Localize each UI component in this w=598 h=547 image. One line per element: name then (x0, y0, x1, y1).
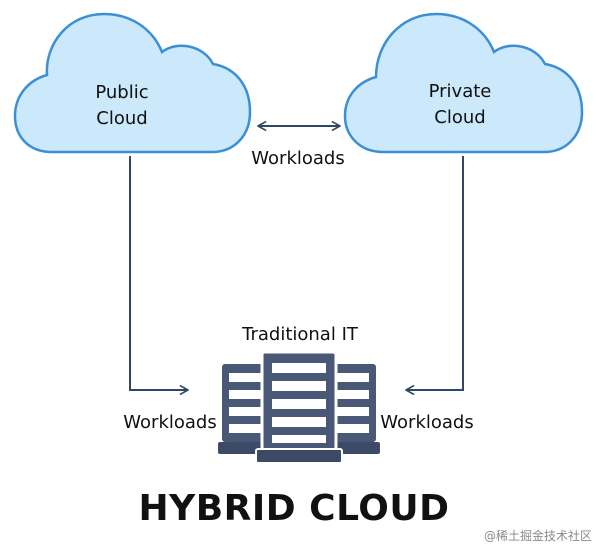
private-cloud: Private Cloud (343, 12, 584, 154)
cloud-icon (343, 12, 584, 154)
workloads-label-top: Workloads (251, 148, 344, 169)
public-cloud-label-line1: Public (95, 82, 148, 103)
traditional-it-label: Traditional IT (241, 324, 359, 345)
watermark-text: @稀土掘金技术社区 (484, 528, 592, 543)
arrow-icon (405, 156, 464, 395)
server-rack-icon (218, 350, 380, 464)
workloads-label-right: Workloads (380, 412, 473, 433)
private-cloud-label-line2: Cloud (434, 107, 485, 128)
main-title: HYBRID CLOUD (139, 488, 450, 529)
cloud-icon (13, 12, 252, 154)
server-right-body (326, 364, 376, 442)
arrow-icon (129, 156, 189, 395)
public-cloud-label-line2: Cloud (96, 108, 147, 129)
server-left-body (222, 364, 272, 442)
workloads-label-left: Workloads (123, 412, 216, 433)
private-cloud-label-line1: Private (429, 81, 492, 102)
server-middle-base (255, 448, 343, 464)
public-cloud: Public Cloud (13, 12, 252, 154)
